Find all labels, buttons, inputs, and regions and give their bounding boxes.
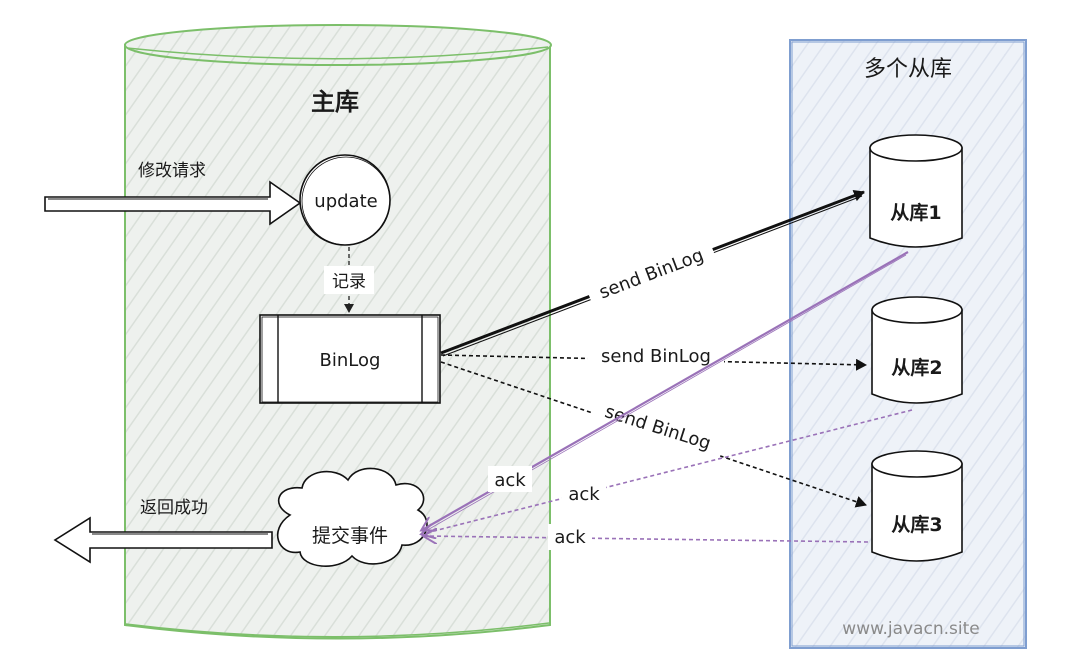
ack-2-arrow: ack (422, 409, 913, 534)
modify-request-arrow: 修改请求 (44, 161, 302, 226)
slave1-node: 从库1 (869, 134, 963, 248)
ack-3-arrow: ack (424, 524, 869, 550)
record-arrow: 记录 (324, 247, 374, 313)
ack-1-label: ack (494, 470, 526, 491)
record-label: 记录 (332, 272, 366, 292)
slave2-label: 从库2 (891, 356, 942, 379)
binlog-node: BinLog (259, 314, 441, 404)
return-success-label: 返回成功 (140, 498, 208, 518)
slave2-node: 从库2 (871, 296, 963, 404)
replica-group-title: 多个从库 (864, 57, 952, 82)
ack-1-arrow: ack (422, 251, 909, 533)
slave3-node: 从库3 (871, 450, 963, 562)
master-title: 主库 (311, 88, 359, 116)
ack-3-label: ack (554, 527, 586, 548)
watermark: www.javacn.site (842, 619, 979, 639)
return-success-arrow: 返回成功 (53, 498, 273, 564)
slave3-label: 从库3 (891, 513, 942, 536)
commit-event-node: 提交事件 (277, 467, 428, 567)
commit-event-label: 提交事件 (312, 525, 388, 547)
ack-2-label: ack (568, 484, 600, 505)
binlog-label: BinLog (320, 350, 381, 371)
send-binlog-2-label: send BinLog (601, 346, 711, 367)
send-binlog-2-arrow: send BinLog (440, 343, 867, 371)
update-label: update (314, 191, 377, 212)
modify-request-label: 修改请求 (138, 161, 206, 181)
update-node: update (299, 154, 391, 246)
slave1-label: 从库1 (890, 201, 941, 224)
